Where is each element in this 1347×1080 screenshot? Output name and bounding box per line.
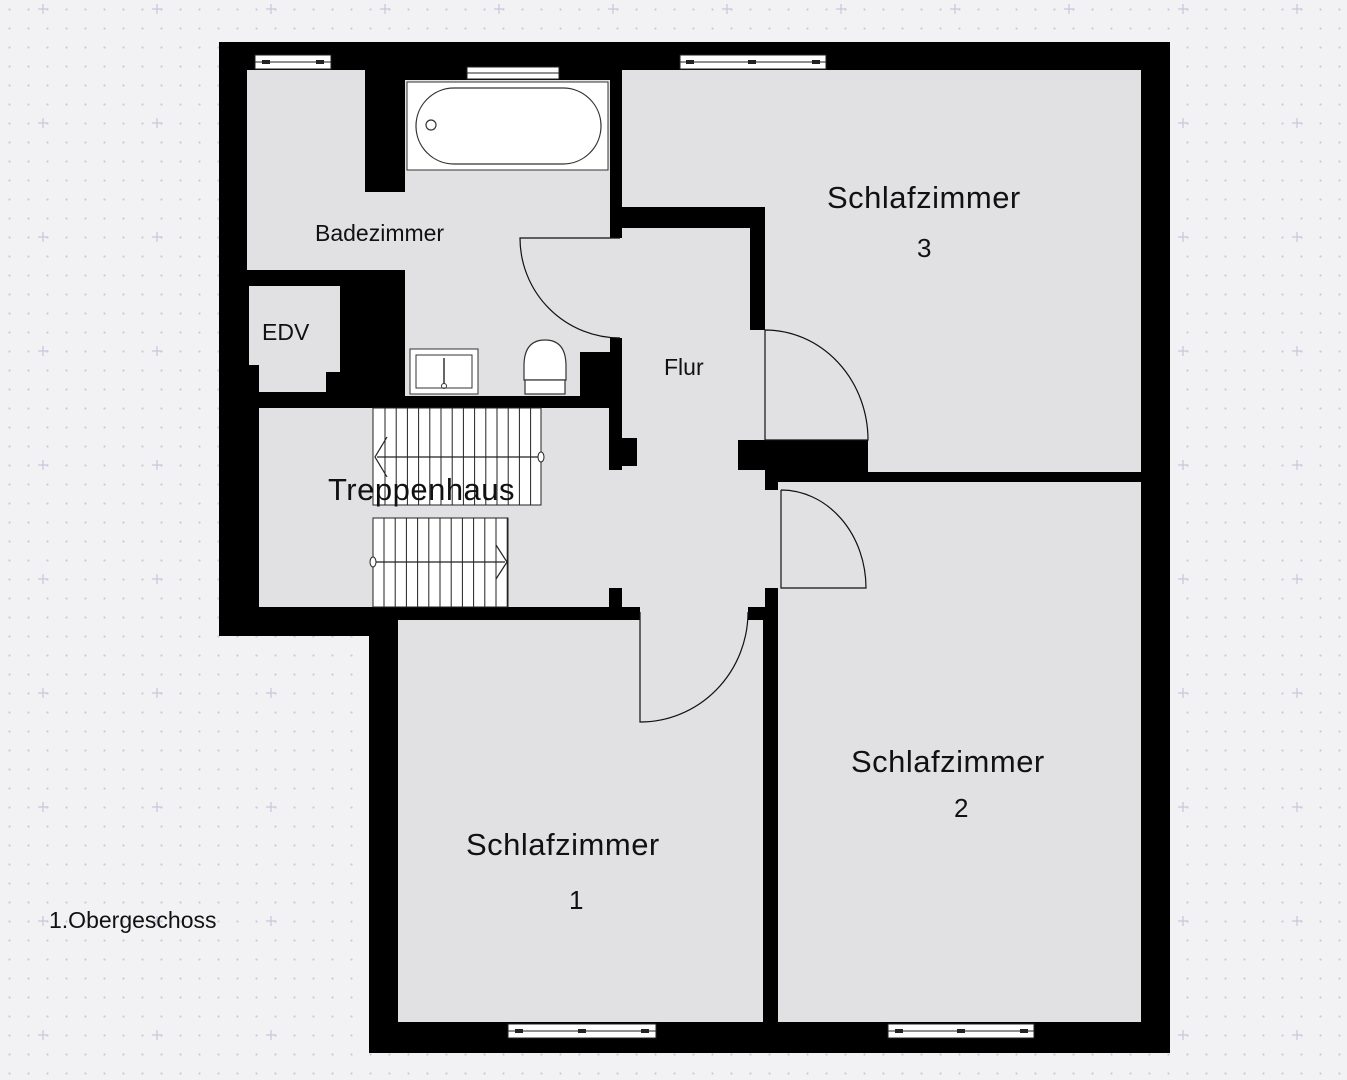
room-label-hallway: Flur <box>664 354 704 380</box>
floor-bedroom-2 <box>778 482 1141 1022</box>
room-label-bedroom-3: Schlafzimmer <box>827 180 1021 215</box>
floor-hallway <box>622 228 765 722</box>
door-openings <box>609 238 781 623</box>
door-swings <box>519 237 869 723</box>
window-bedroom-1 <box>507 1023 657 1039</box>
stairs-lower <box>369 517 509 608</box>
room-number-bedroom-3: 3 <box>917 233 932 263</box>
floor-bedroom-1 <box>398 620 763 1022</box>
door-bedroom-3 <box>764 329 869 441</box>
sink-icon <box>409 348 479 395</box>
window-bedroom-3 <box>679 54 827 70</box>
floor-edv <box>249 286 340 392</box>
room-label-edv: EDV <box>262 319 310 345</box>
room-number-bedroom-2: 2 <box>954 793 969 823</box>
door-bedroom-1 <box>639 611 749 723</box>
toilet-icon <box>523 339 567 395</box>
window-bath-right <box>466 66 560 80</box>
window-bath-left <box>254 54 332 70</box>
windows <box>254 54 1035 1039</box>
room-label-staircase: Treppenhaus <box>328 472 516 507</box>
stairs-upper <box>372 407 545 506</box>
room-label-bedroom-2: Schlafzimmer <box>851 744 1045 779</box>
floor-bedroom-3 <box>622 70 1141 472</box>
internal-walls <box>367 296 868 485</box>
door-bathroom <box>519 237 621 339</box>
door-bedroom-2 <box>780 489 867 589</box>
room-label-bathroom: Badezimmer <box>315 220 445 246</box>
room-number-bedroom-1: 1 <box>569 885 584 915</box>
room-label-bedroom-1: Schlafzimmer <box>466 827 660 862</box>
bathtub-icon <box>406 81 609 171</box>
window-bedroom-2 <box>887 1023 1035 1039</box>
floor-level-label: 1.Obergeschoss <box>49 907 217 933</box>
